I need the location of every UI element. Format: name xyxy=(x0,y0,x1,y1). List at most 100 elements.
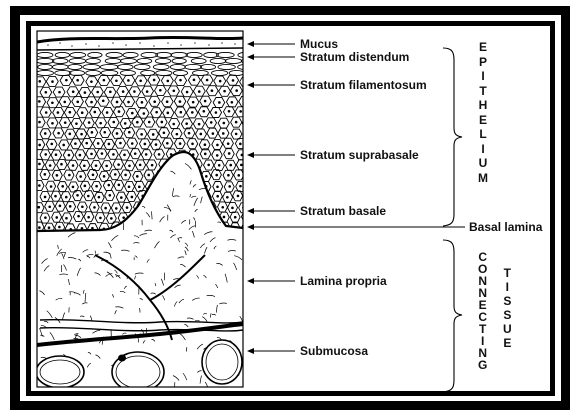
cell-nucleus xyxy=(57,111,60,114)
cell-nucleus xyxy=(118,184,121,187)
cell-nucleus xyxy=(38,80,41,83)
cell-nucleus xyxy=(62,144,65,147)
cell-nucleus xyxy=(38,184,41,187)
cell-nucleus xyxy=(72,164,75,167)
cell-nucleus xyxy=(112,121,115,124)
cell-nucleus xyxy=(38,100,41,103)
cell-nucleus xyxy=(216,186,219,189)
cell-nucleus xyxy=(118,110,121,113)
cell-nucleus xyxy=(198,90,201,93)
cell-nucleus xyxy=(144,143,147,146)
cell-nucleus xyxy=(65,196,68,199)
cell-nucleus xyxy=(88,121,91,124)
cell-nucleus xyxy=(103,175,106,178)
cell-nucleus xyxy=(44,153,47,156)
cell-nucleus xyxy=(45,111,48,114)
cell-nucleus xyxy=(115,79,118,82)
cell-nucleus xyxy=(107,184,110,187)
cell-nucleus xyxy=(103,131,106,134)
epithelial-cell xyxy=(243,87,255,97)
label-stratum-basale: Stratum basale xyxy=(300,205,386,218)
cell-nucleus xyxy=(93,206,96,209)
cell-nucleus xyxy=(69,111,72,114)
cell-nucleus xyxy=(219,80,222,83)
cell-nucleus xyxy=(48,205,51,208)
cell-nucleus xyxy=(235,89,238,92)
cell-nucleus xyxy=(65,217,68,220)
cell-nucleus xyxy=(55,153,58,156)
cell-nucleus xyxy=(155,111,158,114)
cell-nucleus xyxy=(234,216,237,219)
cell-nucleus xyxy=(109,91,112,94)
cell-nucleus xyxy=(205,175,208,178)
cell-nucleus xyxy=(124,122,127,125)
cell-nucleus xyxy=(58,91,61,94)
cell-nucleus xyxy=(94,111,97,114)
cell-nucleus xyxy=(58,226,61,229)
cell-nucleus xyxy=(72,90,75,93)
cell-nucleus xyxy=(44,196,47,199)
cell-nucleus xyxy=(38,121,41,124)
cell-nucleus xyxy=(244,80,247,83)
cell-nucleus xyxy=(87,195,90,198)
cell-nucleus xyxy=(216,195,219,198)
cell-nucleus xyxy=(122,216,125,219)
cell-nucleus xyxy=(117,163,120,166)
cell-nucleus xyxy=(99,122,102,125)
cell-nucleus xyxy=(155,143,158,146)
cell-nucleus xyxy=(248,91,251,94)
cell-nucleus xyxy=(180,111,183,114)
group-label-letter: E xyxy=(479,41,487,53)
cell-nucleus xyxy=(146,90,149,93)
cell-nucleus xyxy=(44,216,47,219)
cell-nucleus xyxy=(202,110,205,113)
cell-nucleus xyxy=(239,110,242,113)
cell-nucleus xyxy=(145,153,148,156)
cell-nucleus xyxy=(249,173,252,176)
cell-nucleus xyxy=(64,121,67,124)
cell-nucleus xyxy=(101,152,104,155)
cell-nucleus xyxy=(223,90,226,93)
cell-nucleus xyxy=(80,133,83,136)
cell-nucleus xyxy=(97,142,100,145)
cell-nucleus xyxy=(179,142,182,145)
cell-nucleus xyxy=(248,132,251,135)
cell-nucleus xyxy=(127,79,130,82)
cell-nucleus xyxy=(176,133,179,136)
cell-nucleus xyxy=(91,131,94,134)
cell-nucleus xyxy=(207,164,210,167)
cell-nucleus xyxy=(133,90,136,93)
cell-nucleus xyxy=(204,100,207,103)
group-label-letter: S xyxy=(503,309,511,321)
cell-nucleus xyxy=(65,79,68,82)
cell-nucleus xyxy=(51,80,54,83)
cell-nucleus xyxy=(128,131,131,134)
cell-nucleus xyxy=(240,164,243,167)
group-label-letter: P xyxy=(479,56,487,68)
cell-nucleus xyxy=(56,174,59,177)
cell-nucleus xyxy=(210,121,213,124)
group-label-epithelium: EPITHELIUM xyxy=(478,41,488,184)
cell-nucleus xyxy=(227,142,230,145)
cell-nucleus xyxy=(143,112,146,115)
cell-nucleus xyxy=(231,101,234,104)
cell-nucleus xyxy=(247,195,250,198)
label-stratum-suprabasale: Stratum suprabasale xyxy=(300,149,419,162)
cell-nucleus xyxy=(218,164,221,167)
cell-nucleus xyxy=(76,194,79,197)
cell-nucleus xyxy=(79,154,82,157)
cell-nucleus xyxy=(138,186,141,189)
cell-nucleus xyxy=(237,195,240,198)
group-label-letter: I xyxy=(481,143,484,155)
group-label-letter: E xyxy=(479,114,487,126)
cell-nucleus xyxy=(90,101,93,104)
cell-nucleus xyxy=(51,101,54,104)
cell-nucleus xyxy=(191,111,194,114)
cell-nucleus xyxy=(96,91,99,94)
group-label-letter: I xyxy=(481,70,484,82)
cell-nucleus xyxy=(237,174,240,177)
group-label-letter: M xyxy=(478,172,488,184)
group-label-letter: E xyxy=(503,337,511,349)
cell-nucleus xyxy=(139,164,142,167)
